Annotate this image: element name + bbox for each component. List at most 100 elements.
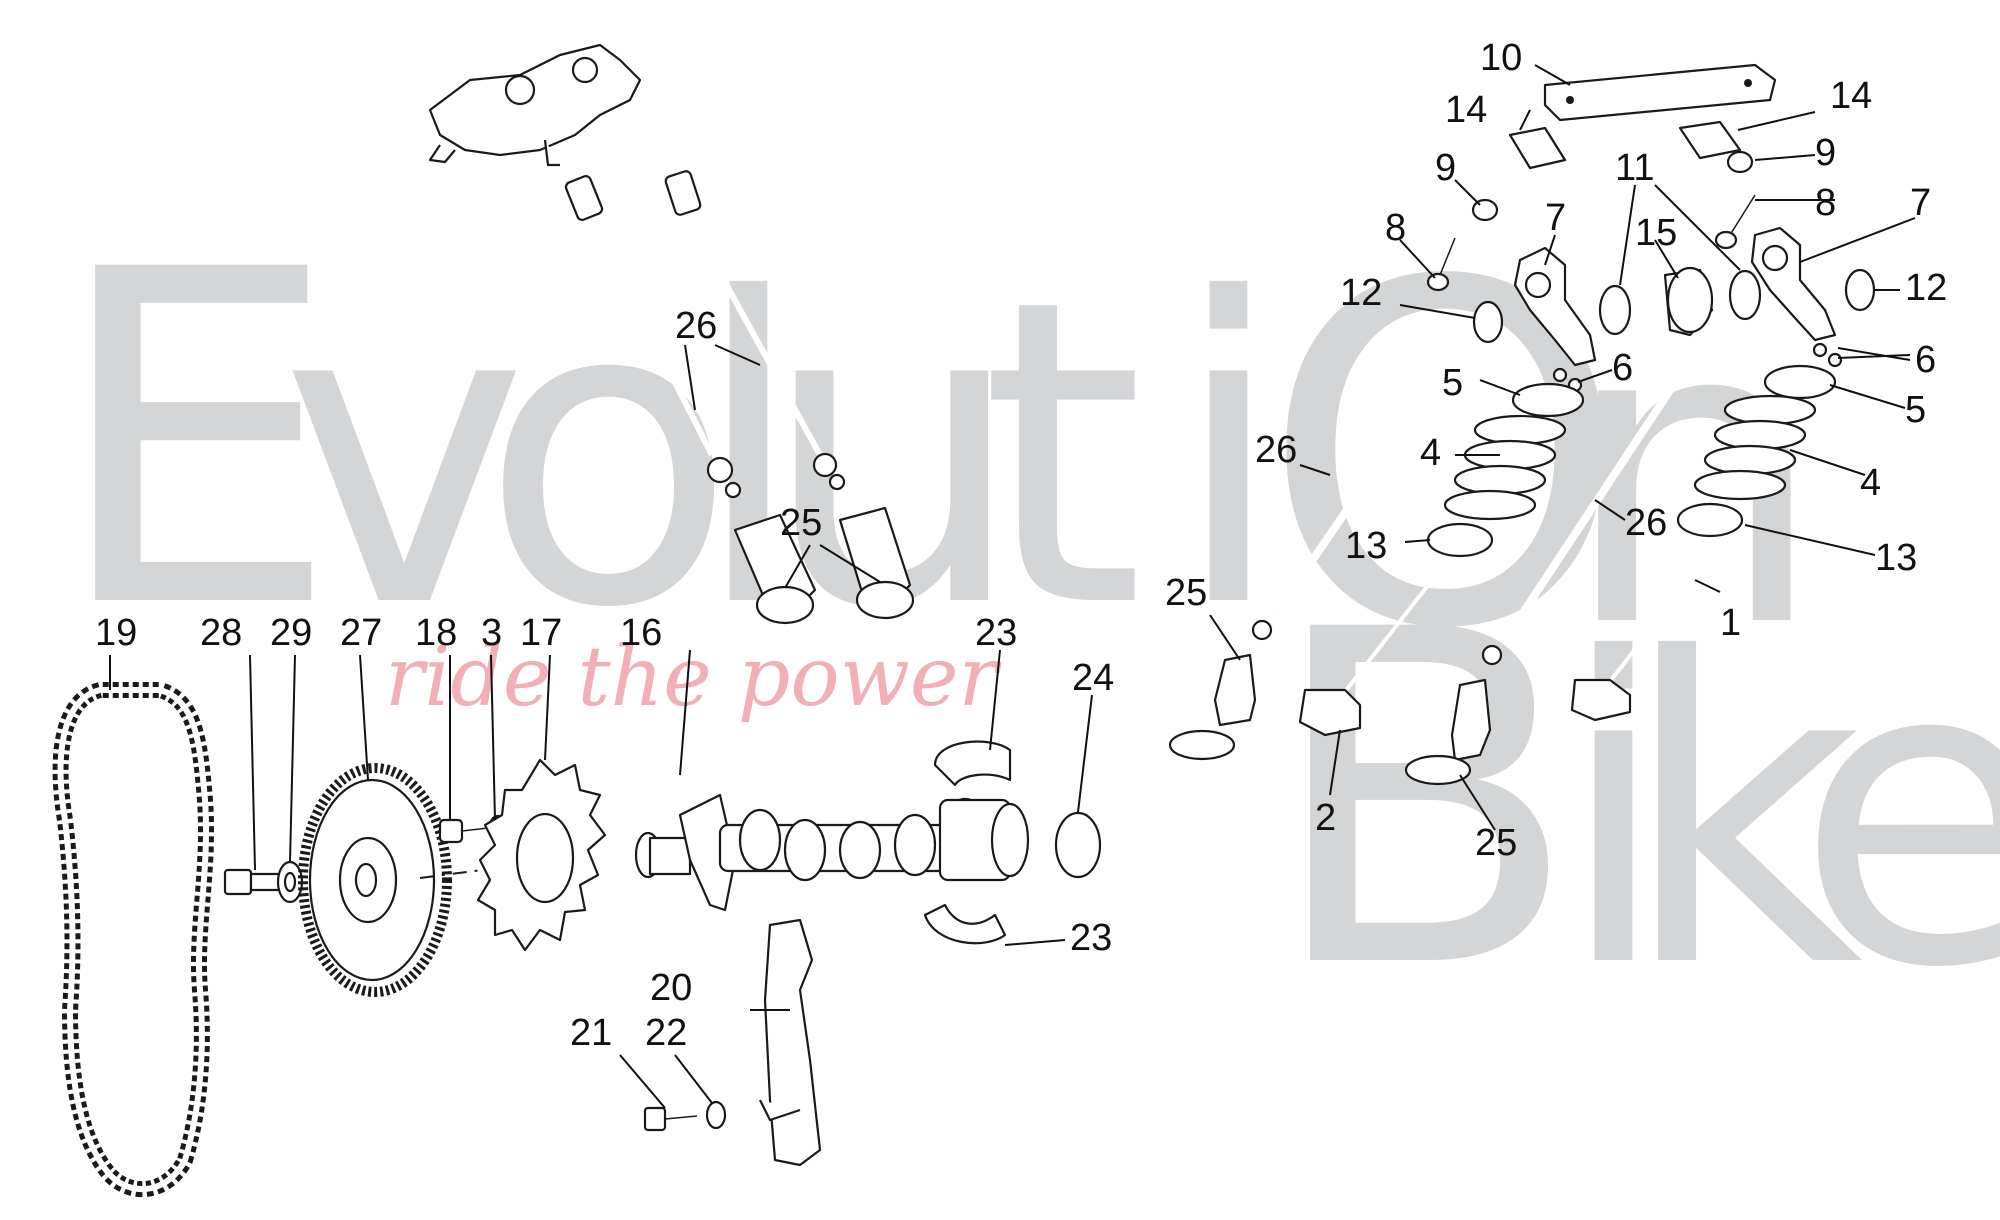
callout-24: 24 <box>1072 657 1114 699</box>
push-rod <box>1481 372 1684 666</box>
watermark: E v o l u t i O n B i k e ride the power <box>50 174 2000 1069</box>
adjusting-screw <box>1714 194 1756 250</box>
bolt <box>223 868 285 896</box>
callout-27: 27 <box>340 612 382 654</box>
callout-18: 18 <box>415 612 457 654</box>
chain-tensioner <box>759 918 822 1167</box>
watermark-letter: i <box>1555 571 1672 1060</box>
callout-29: 29 <box>270 612 312 654</box>
circlip <box>1844 268 1876 312</box>
callout-10: 10 <box>1480 37 1522 79</box>
spring-retainer <box>1511 382 1585 418</box>
callout-23: 23 <box>1070 917 1112 959</box>
callout-labels: 1 2 3 4 4 5 5 6 6 7 7 8 8 9 9 10 11 12 1… <box>95 37 1947 1054</box>
bushing <box>1728 269 1762 321</box>
watermark-letter: B <box>1265 534 1581 1069</box>
callout-5: 5 <box>1905 389 1926 431</box>
callout-11: 11 <box>1615 147 1654 189</box>
rocker-shaft <box>1543 63 1777 122</box>
circlip <box>1472 300 1504 344</box>
tappet <box>733 513 817 625</box>
callout-7: 7 <box>1910 182 1931 224</box>
rocker-carrier <box>428 43 642 167</box>
callout-1: 1 <box>1720 602 1741 644</box>
callout-25: 25 <box>1475 822 1517 864</box>
timing-chain <box>52 682 215 1198</box>
callout-9: 9 <box>1435 147 1456 189</box>
collet <box>1827 352 1843 368</box>
tappet <box>838 506 915 620</box>
callout-12: 12 <box>1340 272 1382 314</box>
callout-23: 23 <box>975 612 1017 654</box>
callout-26: 26 <box>1255 429 1297 471</box>
bearing-half <box>923 903 1007 945</box>
valve-spring <box>1693 394 1817 501</box>
callout-20: 20 <box>650 967 692 1009</box>
callout-13: 13 <box>1345 525 1387 567</box>
tappet <box>1404 678 1492 786</box>
valve <box>1570 550 1712 722</box>
spring-seat <box>1426 522 1494 558</box>
callout-9: 9 <box>1815 132 1836 174</box>
callout-7: 7 <box>1545 197 1566 239</box>
leader-lines <box>109 64 1916 1109</box>
callout-22: 22 <box>645 1012 687 1054</box>
watermark-letter: e <box>1795 571 2000 1060</box>
rocker-arm <box>1513 246 1597 367</box>
nut <box>1726 150 1754 174</box>
roller <box>1663 266 1714 337</box>
push-rod <box>564 174 742 499</box>
callout-26: 26 <box>675 305 717 347</box>
callout-17: 17 <box>520 612 562 654</box>
callout-25: 25 <box>1165 572 1207 614</box>
push-rod <box>664 170 846 491</box>
watermark-letter: v <box>280 211 529 700</box>
callout-4: 4 <box>1420 432 1441 474</box>
screw <box>438 818 489 844</box>
callout-6: 6 <box>1915 339 1936 381</box>
sprocket <box>476 758 607 952</box>
seal-ring <box>1054 811 1102 879</box>
callout-26: 26 <box>1625 502 1667 544</box>
bushing <box>1598 284 1632 336</box>
collet <box>1552 367 1568 383</box>
tappet <box>1168 653 1257 761</box>
spring-seat <box>1676 502 1744 538</box>
adjusting-screw <box>1426 237 1456 292</box>
callout-2: 2 <box>1315 797 1336 839</box>
callout-8: 8 <box>1815 182 1836 224</box>
screw <box>643 1106 698 1132</box>
watermark-letter: E <box>50 174 341 709</box>
callout-14: 14 <box>1445 89 1487 131</box>
watermark-letter: t <box>980 211 1145 700</box>
callout-25: 25 <box>780 502 822 544</box>
washer <box>276 860 304 904</box>
callout-8: 8 <box>1385 207 1406 249</box>
callout-4: 4 <box>1860 462 1881 504</box>
rocker-arm <box>1750 226 1837 342</box>
watermark-letter: k <box>1620 571 1863 1060</box>
callout-19: 19 <box>95 612 137 654</box>
watermark-letter: i <box>1170 211 1287 700</box>
bearing-half <box>933 740 1012 787</box>
callout-3: 3 <box>481 612 502 654</box>
callout-12: 12 <box>1905 267 1947 309</box>
valve <box>1298 568 1442 737</box>
callout-5: 5 <box>1442 362 1463 404</box>
watermark-letter: o <box>480 211 737 700</box>
callout-21: 21 <box>570 1012 612 1054</box>
spring-retainer <box>1763 364 1837 400</box>
callout-6: 6 <box>1612 347 1633 389</box>
cam-gear <box>298 763 452 997</box>
callout-14: 14 <box>1830 75 1872 117</box>
nut <box>705 1100 727 1130</box>
callout-28: 28 <box>200 612 242 654</box>
shim <box>1508 126 1567 170</box>
watermark-slogan: ride the power <box>385 630 1002 725</box>
push-rod <box>1251 349 1459 641</box>
valve-spring <box>1443 414 1567 521</box>
shim <box>1678 120 1742 160</box>
callout-13: 13 <box>1875 537 1917 579</box>
collet <box>1812 342 1828 358</box>
